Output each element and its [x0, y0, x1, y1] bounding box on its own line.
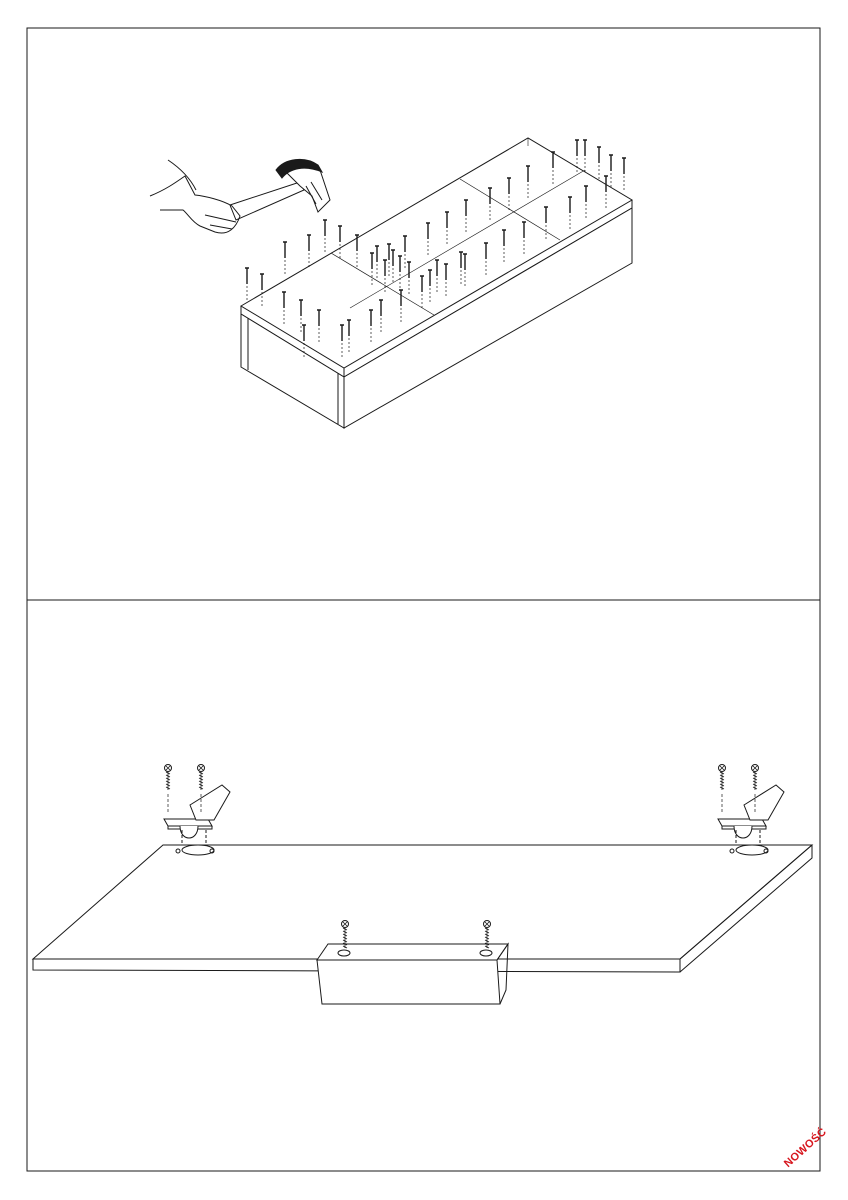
screw-icon: [752, 765, 759, 815]
nail-icon: [299, 300, 303, 332]
nail-icon: [317, 310, 321, 342]
nail-icon: [544, 207, 548, 239]
nail-icon: [355, 235, 359, 267]
step-2-illustration: [33, 765, 812, 1005]
nail-icon: [407, 262, 411, 294]
nail-icon: [484, 243, 488, 275]
hammer-icon: [230, 159, 330, 220]
screw-icon: [165, 765, 172, 815]
screw-icon: [719, 765, 726, 815]
support-block: [317, 944, 508, 1004]
nail-icon: [488, 188, 492, 220]
nail-icon: [584, 186, 588, 218]
nail-icon: [522, 222, 526, 254]
nail-icon: [370, 253, 374, 285]
nail-icon: [375, 246, 379, 278]
cabinet-box: [241, 138, 632, 428]
screw-icon: [342, 921, 349, 949]
nail-icon: [283, 242, 287, 274]
nail-icon: [387, 244, 391, 276]
nail-icon: [502, 230, 506, 262]
nail-icon: [338, 226, 342, 258]
nail-icon: [507, 178, 511, 210]
nail-icon: [568, 197, 572, 229]
nail-icon: [575, 140, 579, 172]
nail-icon: [459, 252, 463, 284]
nail-icon: [282, 292, 286, 324]
nail-icon: [609, 155, 613, 187]
screws-group: [165, 765, 759, 949]
nail-icon: [622, 158, 626, 190]
nail-icon: [526, 166, 530, 198]
nail-icon: [551, 152, 555, 184]
nail-icon: [445, 212, 449, 244]
nail-icon: [435, 260, 439, 292]
hinge-left: [164, 785, 230, 855]
nail-icon: [583, 140, 587, 172]
nail-icon: [464, 200, 468, 232]
nail-icon: [597, 147, 601, 179]
nail-icon: [399, 290, 403, 322]
nail-icon: [347, 320, 351, 352]
nail-icon: [340, 325, 344, 357]
nail-icon: [444, 264, 448, 296]
nail-icon: [245, 268, 249, 300]
nail-icon: [302, 325, 306, 357]
hinge-right: [718, 785, 784, 855]
nail-icon: [391, 250, 395, 282]
nail-icon: [463, 254, 467, 286]
nail-icon: [369, 310, 373, 342]
step-1-illustration: [150, 138, 632, 428]
nail-icon: [420, 276, 424, 308]
nail-icon: [379, 300, 383, 332]
nails-group: [245, 140, 626, 357]
nail-icon: [604, 176, 608, 208]
nail-icon: [426, 223, 430, 255]
nail-icon: [323, 220, 327, 252]
screw-icon: [198, 765, 205, 815]
nail-icon: [428, 270, 432, 302]
nail-icon: [398, 256, 402, 288]
nail-icon: [383, 260, 387, 292]
hand-icon: [150, 160, 240, 233]
screw-icon: [484, 921, 491, 949]
nail-icon: [307, 235, 311, 267]
nail-icon: [260, 274, 264, 306]
nail-icon: [403, 236, 407, 268]
